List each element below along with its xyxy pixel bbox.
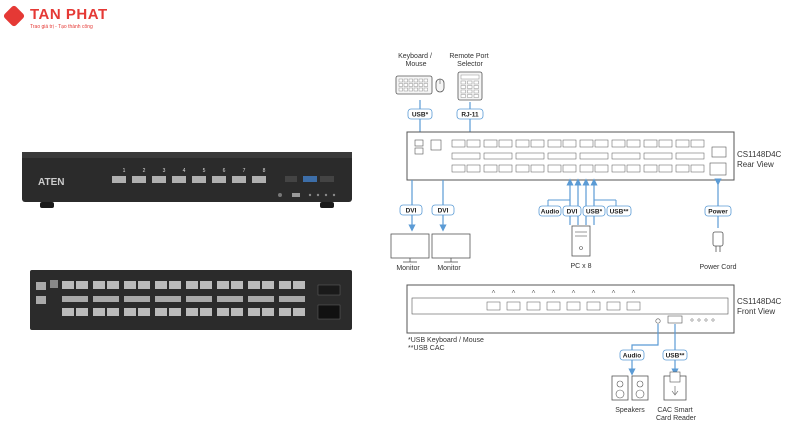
note-usb-cac: **USB CAC	[408, 345, 445, 352]
note-usb-keyboard: *USB Keyboard / Mouse	[408, 337, 484, 344]
front-port-button-2: 2	[132, 168, 146, 183]
pc-label: PC x 8	[570, 263, 591, 270]
svg-text:4: 4	[183, 168, 186, 174]
front-view-label: Front View	[737, 307, 775, 316]
rear-view-model: CS1148D4C	[737, 150, 782, 159]
front-view-diagram	[406, 284, 735, 334]
keyboard-mouse-label: Keyboard / Mouse	[398, 53, 434, 68]
svg-text:6: 6	[223, 168, 226, 174]
tag-usb-cac-reader: USB**	[666, 353, 685, 360]
cac-reader-label: CAC Smart Card Reader	[656, 407, 697, 422]
tag-audio-pc: Audio	[541, 209, 559, 216]
tag-dvi-pc: DVI	[567, 209, 578, 216]
front-port-button-7: 7	[232, 168, 246, 183]
power-cord-icon	[712, 231, 724, 252]
device-logo: ATEN	[38, 177, 64, 188]
front-port-buttons: 1 2 3 4 5 6 7 8	[112, 168, 266, 183]
power-cord-label: Power Cord	[700, 264, 737, 271]
svg-text:7: 7	[243, 168, 246, 174]
svg-text:3: 3	[163, 168, 166, 174]
svg-text:1: 1	[123, 168, 126, 174]
pc-tower-icon	[571, 225, 591, 257]
brand-logo: TAN PHAT Trao giá trị - Tạo thành công	[2, 4, 126, 36]
speakers-icon	[611, 375, 649, 401]
speakers-label: Speakers	[615, 407, 645, 414]
brand-name: TAN PHAT	[30, 6, 108, 23]
front-port-button-4: 4	[172, 168, 186, 183]
cac-reader-icon	[663, 371, 687, 401]
monitor-2-label: Monitor	[437, 265, 461, 272]
tag-usb-cac-pc: USB**	[610, 209, 629, 216]
tag-dvi-monitor-2: DVI	[438, 208, 449, 215]
device-front-photo: ATEN 1 2 3 4 5 6 7 8	[22, 152, 352, 208]
remote-port-selector-label: Remote Port Selector	[449, 53, 490, 68]
remote-port-selector-icon	[457, 71, 483, 101]
front-port-button-8: 8	[252, 168, 266, 183]
tag-rj11: RJ-11	[461, 112, 479, 119]
svg-text:8: 8	[263, 168, 266, 174]
front-port-button-3: 3	[152, 168, 166, 183]
front-port-button-1: 1	[112, 168, 126, 183]
monitor-2-icon	[431, 233, 471, 263]
device-rear-photo	[30, 270, 352, 330]
tag-usb-pc: USB*	[586, 209, 603, 216]
tag-usb-keyboard: USB*	[412, 112, 429, 119]
mouse-icon	[435, 78, 445, 93]
tag-power: Power	[708, 209, 728, 216]
tag-audio-speakers: Audio	[623, 353, 641, 360]
svg-text:5: 5	[203, 168, 206, 174]
keyboard-icon	[395, 75, 433, 95]
rear-view-diagram	[406, 131, 735, 181]
front-view-model: CS1148D4C	[737, 297, 782, 306]
rear-view-label: Rear View	[737, 160, 774, 169]
front-port-button-6: 6	[212, 168, 226, 183]
front-port-button-5: 5	[192, 168, 206, 183]
svg-text:2: 2	[143, 168, 146, 174]
tag-dvi-monitor-1: DVI	[406, 208, 417, 215]
monitor-1-label: Monitor	[396, 265, 420, 272]
monitor-1-icon	[390, 233, 430, 263]
brand-tagline: Trao giá trị - Tạo thành công	[30, 24, 93, 30]
